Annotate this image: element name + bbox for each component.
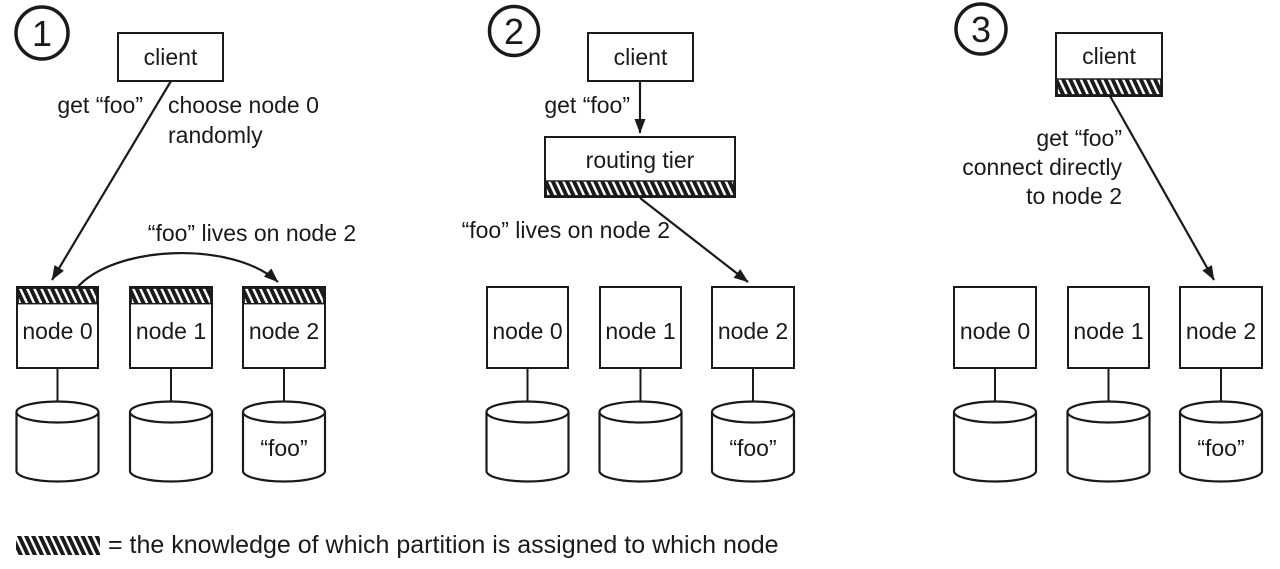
- database-cylinder-icon: [485, 412, 570, 483]
- panel-1-number: 1: [32, 13, 52, 54]
- database-cylinder-top: [15, 400, 100, 424]
- partition-knowledge-hatch: [1056, 78, 1162, 96]
- forward-label: “foo” lives on node 2: [462, 217, 670, 243]
- node-label: node 2: [1186, 318, 1256, 344]
- database-cylinder-icon: [1178, 412, 1264, 483]
- database-cylinder-icon: [241, 412, 327, 483]
- panel-3: 3 client get “foo” connect directly to n…: [952, 2, 1264, 483]
- legend-hatch-swatch: [16, 536, 100, 555]
- database-cylinder-top: [952, 400, 1038, 424]
- partition-knowledge-hatch: [130, 287, 212, 305]
- legend: = the knowledge of which partition is as…: [16, 531, 779, 559]
- database-cylinder-top: [241, 400, 327, 424]
- panel-2-number: 2: [504, 11, 524, 52]
- database-cylinder-icon: [598, 412, 683, 483]
- database-cylinder-top: [485, 400, 570, 424]
- client-label: client: [144, 44, 198, 70]
- note-line-1: choose node 0: [168, 92, 319, 118]
- panel-3-number-badge: [954, 2, 1008, 56]
- database-cylinder-top: [1178, 400, 1264, 424]
- forward-label: “foo” lives on node 2: [148, 220, 356, 246]
- node-label: node 2: [718, 318, 788, 344]
- forward-arrow: [639, 197, 749, 283]
- request-label: get “foo”: [57, 92, 143, 118]
- db-value-label: “foo”: [260, 435, 307, 461]
- node-label: node 0: [492, 318, 562, 344]
- client-label: client: [1082, 43, 1136, 69]
- node-box: [711, 286, 795, 369]
- database-cylinder-icon: [1066, 412, 1151, 483]
- panel-2-number-badge: [487, 4, 541, 58]
- request-arrow: [1109, 95, 1215, 281]
- database-cylinder-top: [1066, 400, 1151, 424]
- legend-text: = the knowledge of which partition is as…: [108, 531, 779, 559]
- routing-tier-label: routing tier: [586, 147, 695, 173]
- database-cylinder-icon: [15, 412, 100, 483]
- db-value-label: “foo”: [729, 435, 776, 461]
- panel-2: 2 client get “foo” routing tier “foo” li…: [462, 4, 796, 483]
- client-box: [117, 32, 224, 82]
- client-label: client: [614, 44, 668, 70]
- request-line-2: connect directly: [962, 154, 1122, 180]
- panel-1-number-badge: [14, 5, 70, 61]
- node-label: node 1: [605, 318, 675, 344]
- panel-3-number: 3: [971, 9, 991, 50]
- node-label: node 0: [960, 318, 1030, 344]
- node-label: node 0: [22, 318, 92, 344]
- node-label: node 1: [136, 318, 206, 344]
- request-line-1: get “foo”: [1036, 125, 1122, 151]
- database-cylinder-icon: [128, 412, 214, 483]
- request-line-3: to node 2: [1026, 183, 1122, 209]
- db-value-label: “foo”: [1197, 435, 1244, 461]
- request-arrow: [51, 80, 172, 281]
- database-cylinder-top: [598, 400, 683, 424]
- request-label: get “foo”: [544, 92, 630, 118]
- database-cylinder-top: [710, 400, 796, 424]
- forward-arc-arrow: [75, 252, 279, 290]
- node-label: node 2: [249, 318, 319, 344]
- database-cylinder-top: [128, 400, 214, 424]
- panel-1: 1 client get “foo” choose node 0 randoml…: [14, 5, 356, 483]
- partition-knowledge-hatch: [243, 287, 325, 305]
- node-box: [486, 286, 569, 369]
- partition-knowledge-hatch: [545, 180, 735, 197]
- database-cylinder-icon: [952, 412, 1038, 483]
- node-box: [1067, 286, 1150, 369]
- node-label: node 1: [1073, 318, 1143, 344]
- partition-knowledge-hatch: [17, 287, 98, 305]
- database-cylinder-icon: [710, 412, 796, 483]
- note-line-2: randomly: [168, 122, 263, 148]
